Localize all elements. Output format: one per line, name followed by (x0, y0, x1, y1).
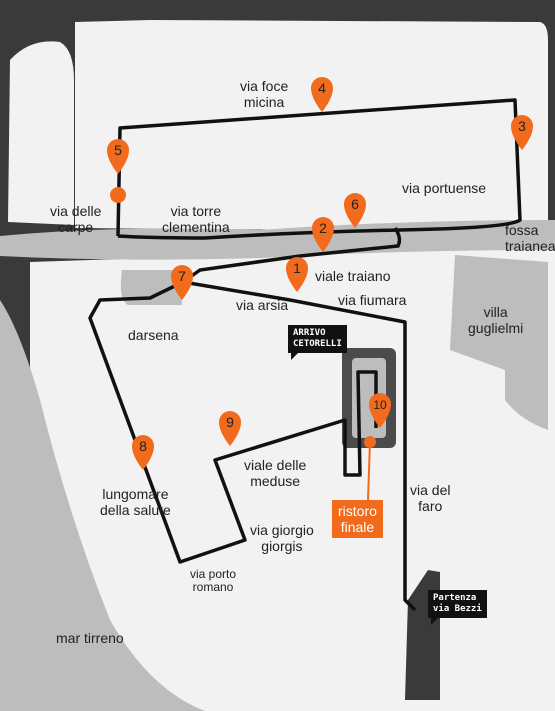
route-south (88, 280, 417, 612)
marker-pin-3: 3 (511, 115, 533, 150)
marker-pin-9: 9 (219, 411, 241, 446)
grey-villa-guglielmi (450, 255, 548, 430)
marker-pin-7: 7 (171, 265, 193, 300)
marker-label-6: 6 (351, 196, 359, 212)
grey-sea-strip (0, 300, 205, 711)
land-north (75, 20, 548, 232)
marker-label-5: 5 (114, 142, 122, 158)
marker-pin-5: 5 (107, 139, 129, 174)
grey-darsena (120, 270, 182, 305)
marker-label-7: 7 (178, 268, 186, 284)
route-north-loop (116, 98, 522, 240)
marker-pin-8: 8 (132, 435, 154, 470)
route-link (181, 226, 402, 284)
marker-label-2: 2 (319, 220, 327, 236)
marker-pin-6: 6 (344, 193, 366, 228)
marker-label-1: 1 (293, 260, 301, 276)
marker-pin-2: 2 (312, 217, 334, 252)
marker-label-3: 3 (518, 118, 526, 134)
label-via-arsia: via arsia (236, 297, 289, 313)
label-viale-traiano: viale traiano (315, 268, 391, 284)
marker-pin-10: 10 (369, 393, 391, 428)
marker-label-9: 9 (226, 414, 234, 430)
marker-label-8: 8 (139, 438, 147, 454)
carpe-dot (110, 187, 126, 203)
ristoro-dot (364, 436, 376, 448)
marker-pin-4: 4 (311, 77, 333, 112)
label-via-portuense: via portuense (402, 180, 487, 196)
label-darsena: darsena (128, 327, 179, 343)
marker-pin-1: 1 (286, 257, 308, 292)
land-south (30, 248, 445, 711)
label-via-fiumara: via fiumara (338, 292, 407, 308)
ristoro-leader (367, 441, 371, 501)
marker-label-4: 4 (318, 80, 326, 96)
label-mar-tirreno: mar tirreno (56, 630, 124, 646)
marker-label-10: 10 (373, 398, 387, 412)
land-northwest (8, 41, 74, 225)
